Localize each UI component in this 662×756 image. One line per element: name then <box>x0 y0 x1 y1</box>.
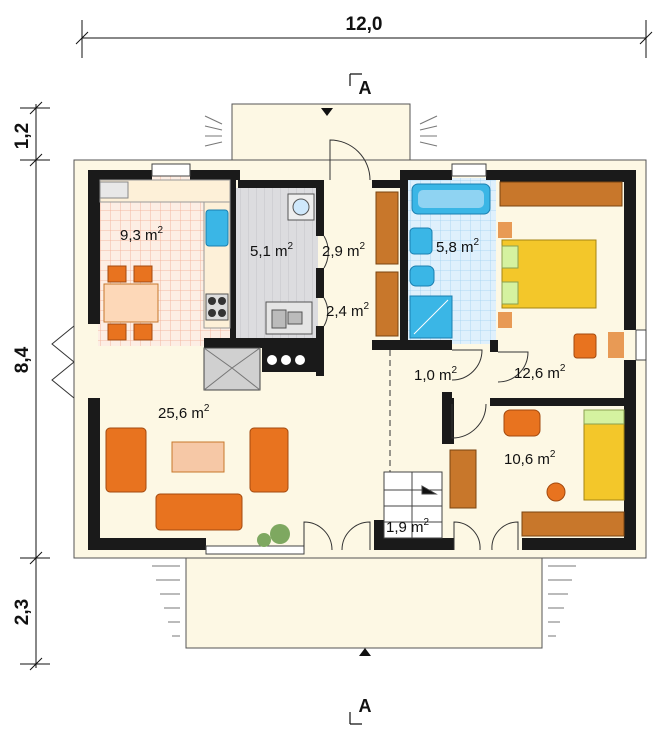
wardrobes <box>375 191 399 337</box>
area-label-kitchen: 9,3 m2 <box>120 225 164 244</box>
windows <box>151 163 647 555</box>
front-porch <box>204 103 438 161</box>
dining-set <box>103 265 159 341</box>
staircase <box>383 471 443 539</box>
section-label-top: A <box>359 78 372 98</box>
area-label-hall-closet: 2,4 m2 <box>326 301 370 320</box>
chimney <box>203 347 320 391</box>
living-room-furniture <box>105 427 290 547</box>
area-label-vestibule: 2,9 m2 <box>322 241 366 260</box>
dimension-lines <box>20 20 653 671</box>
area-label-utility: 5,1 m2 <box>250 241 294 260</box>
bedroom-1-furniture <box>498 181 624 359</box>
width-dimension: 12,0 <box>346 14 383 35</box>
room-labels: 9,3 m2 5,1 m2 2,9 m2 2,4 m2 5,8 m2 12,6 … <box>120 225 566 536</box>
section-mark-top <box>349 73 362 86</box>
front-extension-dimension: 1,2 <box>12 123 33 149</box>
section-mark-bottom <box>349 712 362 725</box>
area-label-bedroom-1: 12,6 m2 <box>514 363 566 382</box>
back-extension-dimension: 2,3 <box>12 599 33 625</box>
section-label-bottom: A <box>359 696 372 716</box>
area-label-bedroom-2: 10,6 m2 <box>504 449 556 468</box>
walls <box>88 170 636 550</box>
bedroom-2-furniture <box>449 409 625 537</box>
area-label-living-room: 25,6 m2 <box>158 403 210 422</box>
area-label-bathroom: 5,8 m2 <box>436 237 480 256</box>
doors <box>51 139 529 551</box>
utility-fixtures <box>265 193 315 335</box>
area-label-corridor: 1,0 m2 <box>414 365 458 384</box>
rear-terrace <box>152 555 576 656</box>
depth-dimension: 8,4 <box>12 346 33 373</box>
bathroom-fixtures <box>409 183 491 339</box>
kitchen-fixtures <box>99 179 231 329</box>
area-label-stair: 1,9 m2 <box>386 517 430 536</box>
